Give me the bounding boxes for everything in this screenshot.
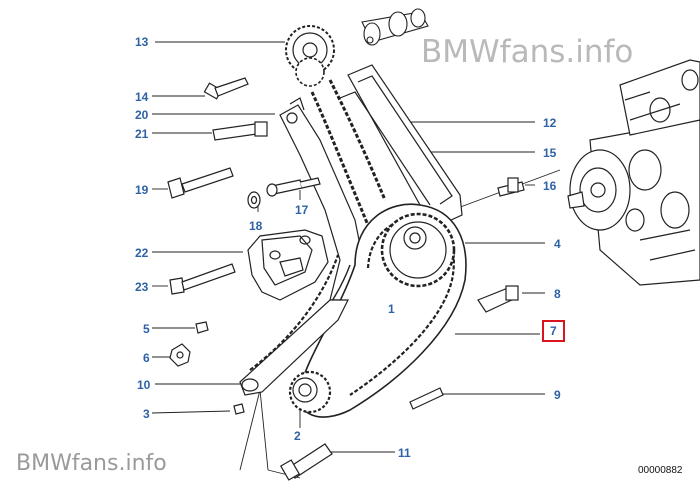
bolt-14 (203, 77, 249, 100)
bolt-8 (477, 285, 519, 313)
injection-pump (567, 59, 700, 286)
callout-22[interactable]: 22 (135, 246, 149, 260)
callout-8[interactable]: 8 (554, 287, 561, 301)
upper-sprocket (285, 25, 335, 87)
callout-16[interactable]: 16 (543, 179, 557, 193)
part-3 (233, 403, 245, 415)
callout-9[interactable]: 9 (554, 388, 561, 402)
callout-12[interactable]: 12 (543, 116, 557, 130)
callout-1[interactable]: 1 (388, 302, 395, 316)
callout-23[interactable]: 23 (135, 280, 149, 294)
callout-3[interactable]: 3 (143, 407, 150, 421)
callout-10[interactable]: 10 (137, 378, 151, 392)
bolt-9 (409, 387, 444, 410)
bolt-16 (497, 177, 525, 197)
callout-4[interactable]: 4 (554, 237, 561, 251)
crank-sprocket (288, 370, 332, 414)
bolt-17 (266, 177, 321, 197)
diagram-code: 00000882 (638, 465, 683, 476)
callout-7-selected[interactable]: 7 (542, 320, 565, 342)
upper-timing-chain (310, 79, 387, 231)
upper-guide-rail (339, 64, 463, 226)
pump-sprocket (380, 212, 456, 288)
part-5 (195, 321, 209, 334)
bolt-23 (169, 263, 236, 295)
bolts (167, 77, 525, 481)
bolt-21 (212, 121, 268, 141)
callout-2[interactable]: 2 (294, 429, 301, 443)
callout-17[interactable]: 17 (295, 203, 309, 217)
callout-15[interactable]: 15 (543, 146, 557, 160)
callout-5[interactable]: 5 (143, 322, 150, 336)
bolt-11 (279, 443, 333, 481)
watermark-bottom: BMWfans.info (16, 451, 167, 476)
callout-11[interactable]: 11 (398, 446, 411, 460)
camshaft (361, 8, 429, 46)
callout-21[interactable]: 21 (135, 127, 149, 141)
chain-tensioner (247, 229, 329, 301)
bolt-19 (167, 167, 234, 199)
callout-6[interactable]: 6 (143, 351, 150, 365)
lower-guide-rail (239, 299, 349, 396)
callout-19[interactable]: 19 (135, 183, 149, 197)
small-parts (169, 191, 261, 415)
callout-20[interactable]: 20 (135, 108, 149, 122)
watermark-top: BMWfans.info (421, 34, 634, 70)
callout-14[interactable]: 14 (135, 90, 149, 104)
callout-18[interactable]: 18 (249, 219, 263, 233)
callout-13[interactable]: 13 (135, 35, 149, 49)
